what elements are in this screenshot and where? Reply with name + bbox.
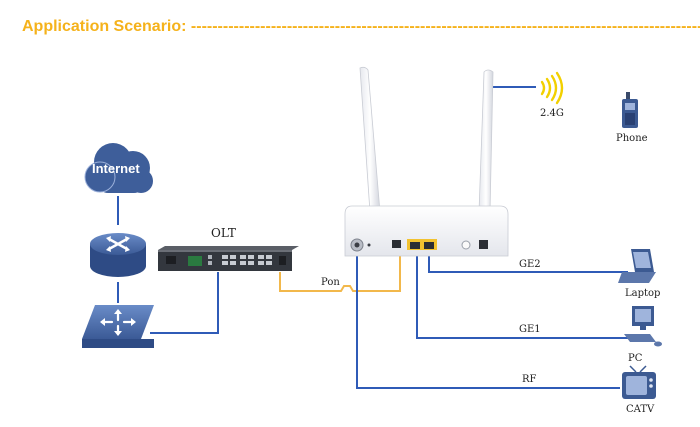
page-title: Application Scenario: ------------------… bbox=[22, 18, 700, 35]
olt-label: OLT bbox=[211, 226, 236, 240]
tv-icon bbox=[622, 365, 656, 399]
rf-link bbox=[356, 256, 620, 389]
ge1-link bbox=[416, 256, 628, 339]
internet-label: Internet bbox=[92, 161, 140, 176]
pc-icon bbox=[624, 306, 662, 347]
internet-cloud-icon bbox=[84, 143, 153, 193]
pon-link bbox=[279, 253, 401, 292]
laptop-label: Laptop bbox=[625, 288, 661, 299]
catv-label: CATV bbox=[626, 404, 655, 415]
pon-label: Pon bbox=[321, 277, 340, 288]
switch-icon bbox=[82, 305, 154, 348]
wifi-label: 2.4G bbox=[540, 108, 564, 119]
ge2-label: GE2 bbox=[519, 259, 541, 270]
ge2-link bbox=[428, 256, 628, 273]
switch-to-olt-link bbox=[150, 272, 219, 334]
ge1-label: GE1 bbox=[519, 324, 541, 335]
router-icon bbox=[90, 233, 146, 277]
laptop-icon bbox=[618, 249, 656, 283]
wifi-signal-icon bbox=[540, 71, 564, 105]
phone-icon bbox=[622, 92, 638, 128]
ont-router-icon bbox=[344, 66, 509, 257]
rf-label: RF bbox=[522, 374, 537, 385]
pc-label: PC bbox=[628, 353, 643, 364]
olt-device-icon bbox=[158, 246, 299, 271]
phone-label: Phone bbox=[616, 133, 648, 144]
